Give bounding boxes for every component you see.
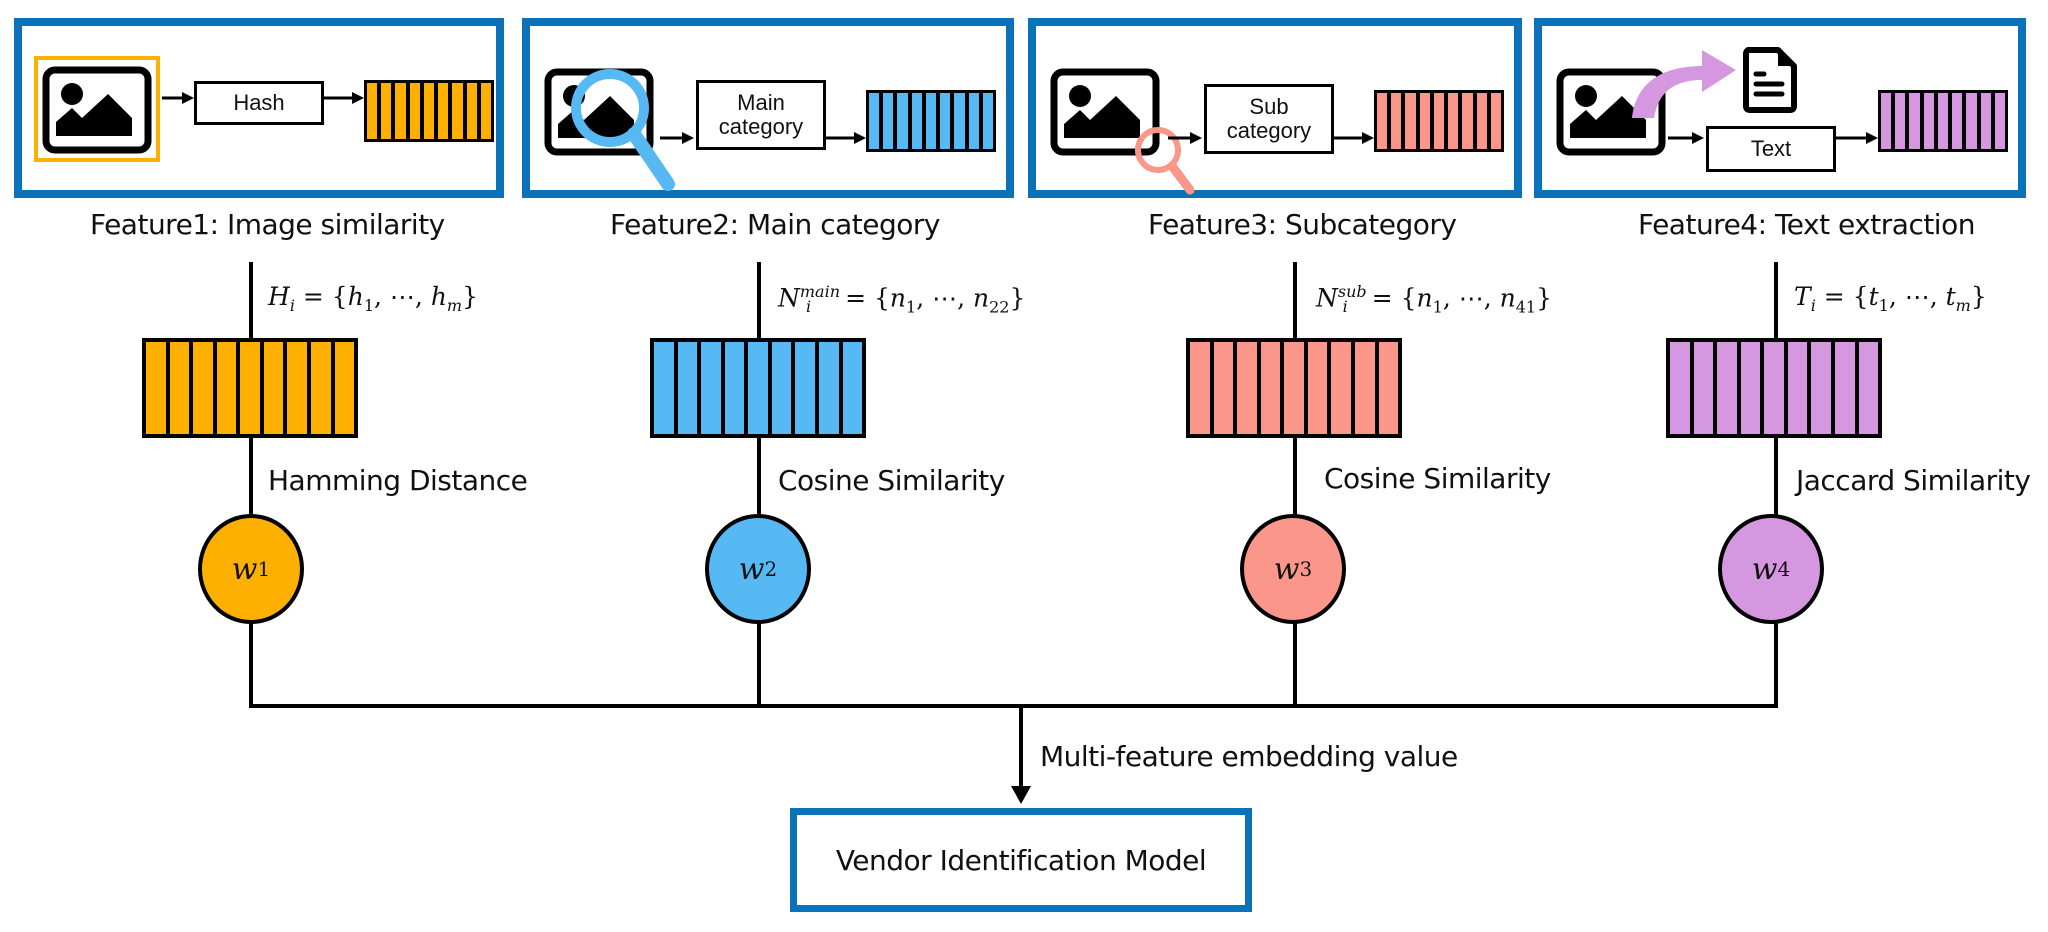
hash-label: Hash: [233, 90, 285, 115]
connector-line: [1774, 262, 1778, 340]
main-category-step-box: Main category: [696, 80, 826, 150]
connector-line: [1774, 622, 1778, 708]
embedding-label: Multi-feature embedding value: [1040, 740, 1458, 773]
connector-line: [1293, 262, 1297, 340]
feature1-output-vector: [364, 80, 494, 142]
text-step-box: Text: [1706, 126, 1836, 172]
feature1-formula: Hi = {h1, ⋯, hm}: [268, 282, 478, 315]
connector-line: [1293, 436, 1297, 516]
text-label: Text: [1750, 136, 1792, 161]
feature4-panel: Text: [1534, 18, 2026, 198]
feature3-caption: Feature3: Subcategory: [1148, 208, 1457, 241]
feature2-method: Cosine Similarity: [778, 464, 1005, 497]
feature3-vector: [1186, 338, 1402, 438]
document-icon: [1743, 47, 1797, 113]
small-magnifier-icon: [1135, 127, 1195, 195]
image-icon: [42, 66, 152, 154]
subcategory-step-box: Sub category: [1204, 84, 1334, 154]
model-label: Vendor Identification Model: [835, 843, 1207, 877]
arrow-right-icon: [660, 132, 694, 144]
image-highlight-frame: [34, 56, 160, 162]
feature4-method: Jaccard Similarity: [1796, 464, 2031, 497]
arrow-right-icon: [1834, 132, 1878, 144]
arrow-right-icon: [162, 92, 194, 104]
arrow-right-icon: [1334, 132, 1374, 144]
feature1-vector: [142, 338, 358, 438]
hash-step-box: Hash: [194, 81, 324, 125]
arrow-right-icon: [1668, 132, 1704, 144]
arrow-right-icon: [1168, 132, 1202, 144]
connector-line: [249, 436, 253, 516]
feature4-output-vector: [1878, 90, 2008, 152]
connector-line: [1019, 704, 1023, 790]
feature2-vector: [650, 338, 866, 438]
connector-line: [1774, 436, 1778, 516]
connector-line: [1293, 622, 1297, 708]
image-icon: [1050, 68, 1160, 156]
subcategory-label-line2: category: [1226, 118, 1312, 143]
feature4-caption: Feature4: Text extraction: [1638, 208, 1975, 241]
feature3-method: Cosine Similarity: [1324, 462, 1551, 495]
arrow-down-icon: [1011, 786, 1031, 804]
connector-line: [249, 622, 253, 708]
feature1-panel: Hash: [14, 18, 504, 198]
arrow-right-icon: [324, 92, 364, 104]
magnifier-icon: [571, 69, 675, 191]
merge-line: [249, 704, 1778, 708]
vendor-identification-model-box: Vendor Identification Model: [790, 808, 1252, 912]
feature2-caption: Feature2: Main category: [610, 208, 940, 241]
feature3-output-vector: [1374, 90, 1504, 152]
feature4-formula: Ti = {t1, ⋯, tm}: [1794, 282, 1987, 315]
feature3-formula: Nsubi = {n1, ⋯, n41}: [1316, 282, 1553, 317]
arrow-right-icon: [826, 132, 866, 144]
feature2-output-vector: [866, 90, 996, 152]
image-icon: [1556, 68, 1666, 156]
feature3-panel: Sub category: [1028, 18, 1522, 198]
feature1-method: Hamming Distance: [268, 464, 528, 497]
feature2-panel: Main category: [522, 18, 1014, 198]
connector-line: [757, 622, 761, 708]
feature1-caption: Feature1: Image similarity: [90, 208, 445, 241]
feature4-vector: [1666, 338, 1882, 438]
main-category-label-line1: Main: [737, 90, 785, 115]
main-category-label-line2: category: [718, 114, 804, 139]
connector-line: [757, 262, 761, 340]
curved-arrow-icon: [1632, 50, 1736, 118]
connector-line: [757, 436, 761, 516]
subcategory-label-line1: Sub: [1249, 94, 1289, 119]
connector-line: [249, 262, 253, 340]
feature2-formula: Nmaini = {n1, ⋯, n22}: [778, 282, 1026, 317]
